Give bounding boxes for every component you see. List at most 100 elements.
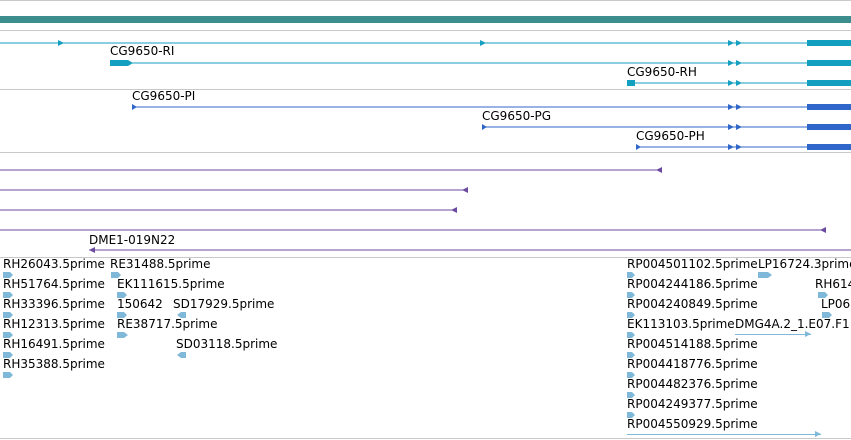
est-glyphs: [3, 272, 832, 437]
alignment-glyph[interactable]: [89, 247, 851, 253]
strand-arrow-icon: [736, 40, 742, 46]
alignment-glyph[interactable]: [0, 227, 826, 233]
est-label[interactable]: SD03118.5prime: [176, 337, 278, 351]
exon-block: [807, 40, 851, 46]
est-label[interactable]: RP004550929.5prime: [627, 417, 758, 431]
est-label[interactable]: EK111615.5prime: [117, 277, 225, 291]
strand-arrow-icon: [656, 167, 662, 173]
est-label[interactable]: LP06: [821, 297, 851, 311]
est-label[interactable]: RH51764.5prime: [3, 277, 105, 291]
strand-arrow-icon: [482, 124, 487, 130]
strand-arrow-icon: [736, 104, 742, 110]
strand-arrow-icon: [636, 144, 641, 150]
strand-arrow-icon: [736, 80, 742, 86]
est-label[interactable]: RP004514188.5prime: [627, 337, 758, 351]
exon-block: [807, 124, 851, 130]
transcript-label[interactable]: CG9650-PH: [636, 129, 705, 143]
est-arrow-icon: [3, 292, 13, 298]
transcript-label[interactable]: CG9650-PI: [132, 89, 196, 103]
exon-block: [807, 80, 851, 86]
transcript-glyph[interactable]: [0, 40, 851, 46]
transcript-label[interactable]: CG9650-RH: [627, 65, 697, 79]
transcript-glyph[interactable]: [132, 104, 851, 110]
est-label[interactable]: RH16491.5prime: [3, 337, 105, 351]
strand-arrow-icon: [728, 40, 734, 46]
est-label[interactable]: RP004240849.5prime: [627, 297, 758, 311]
est-label[interactable]: RP004482376.5prime: [627, 377, 758, 391]
est-label[interactable]: RH614: [815, 277, 851, 291]
alignment-label[interactable]: DME1-019N22: [89, 233, 176, 247]
est-label[interactable]: RH35388.5prime: [3, 357, 105, 371]
est-label[interactable]: 150642: [117, 297, 163, 311]
est-arrow-icon: [818, 292, 828, 298]
est-arrow-icon: [3, 312, 13, 318]
exon-block: [627, 80, 635, 86]
transcript-glyph[interactable]: [636, 144, 851, 150]
est-arrow-icon: [117, 332, 128, 338]
est-arrow-icon: [3, 352, 13, 358]
est-arrow-icon: [627, 372, 635, 378]
strand-arrow-icon: [728, 124, 734, 130]
exon-block: [807, 60, 851, 66]
transcript-glyph[interactable]: [627, 80, 851, 86]
est-arrow-icon: [3, 332, 13, 338]
est-label[interactable]: EK113103.5prime: [627, 317, 735, 331]
transcript-label[interactable]: CG9650-RI: [110, 44, 175, 58]
est-label[interactable]: RP004244186.5prime: [627, 277, 758, 291]
est-arrow-icon: [3, 272, 13, 278]
est-label[interactable]: DMG4A.2_1.E07.F1: [735, 317, 850, 331]
est-label[interactable]: LP16724.3prime: [758, 257, 851, 271]
strand-arrow-icon: [451, 207, 457, 213]
est-label[interactable]: RP004249377.5prime: [627, 397, 758, 411]
track-separator: [0, 438, 851, 439]
est-line: [627, 434, 821, 435]
est-label[interactable]: RH26043.5prime: [3, 257, 105, 271]
gene-track-band[interactable]: [0, 16, 851, 23]
strand-arrow-icon: [736, 60, 742, 66]
strand-arrow-icon: [89, 247, 95, 253]
transcript-glyph[interactable]: [110, 60, 851, 66]
est-label[interactable]: RP004501102.5prime: [627, 257, 758, 271]
est-arrow-icon: [177, 352, 186, 358]
est-label[interactable]: RE31488.5prime: [110, 257, 211, 271]
est-arrow-icon: [627, 332, 635, 338]
track-separator: [0, 152, 851, 153]
track-separator: [0, 30, 851, 31]
est-label[interactable]: RH33396.5prime: [3, 297, 105, 311]
est-arrow-icon: [805, 331, 811, 337]
est-label[interactable]: SD17929.5prime: [173, 297, 275, 311]
strand-arrow-icon: [58, 40, 64, 46]
transcript-glyph[interactable]: [482, 124, 851, 130]
track-separator: [0, 89, 851, 90]
strand-arrow-icon: [728, 60, 734, 66]
est-label[interactable]: RP004418776.5prime: [627, 357, 758, 371]
est-arrow-icon: [758, 272, 772, 278]
strand-arrow-icon: [132, 104, 137, 110]
est-arrow-icon: [117, 312, 127, 318]
alignment-glyph[interactable]: [0, 187, 468, 193]
est-arrow-icon: [627, 272, 635, 278]
strand-arrow-icon: [728, 80, 734, 86]
track-separator: [0, 0, 851, 1]
est-arrow-icon: [117, 292, 127, 298]
est-arrow-icon: [627, 312, 635, 318]
est-label[interactable]: RE38717.5prime: [117, 317, 218, 331]
exon-block: [110, 60, 128, 66]
alignment-glyph[interactable]: [0, 207, 457, 213]
est-arrow-icon: [3, 372, 13, 378]
strand-arrow-icon: [728, 144, 734, 150]
strand-arrow-icon: [128, 60, 133, 66]
transcript-label[interactable]: CG9650-PG: [482, 109, 552, 123]
est-arrow-icon: [822, 312, 832, 318]
alignment-glyph[interactable]: [0, 167, 662, 173]
est-arrow-icon: [627, 292, 635, 298]
strand-arrow-icon: [728, 104, 734, 110]
est-label[interactable]: RH12313.5prime: [3, 317, 105, 331]
strand-arrow-icon: [462, 187, 468, 193]
track-separator: [0, 257, 851, 258]
est-arrow-icon: [627, 412, 635, 418]
est-arrow-icon: [627, 392, 635, 398]
strand-arrow-icon: [736, 144, 742, 150]
